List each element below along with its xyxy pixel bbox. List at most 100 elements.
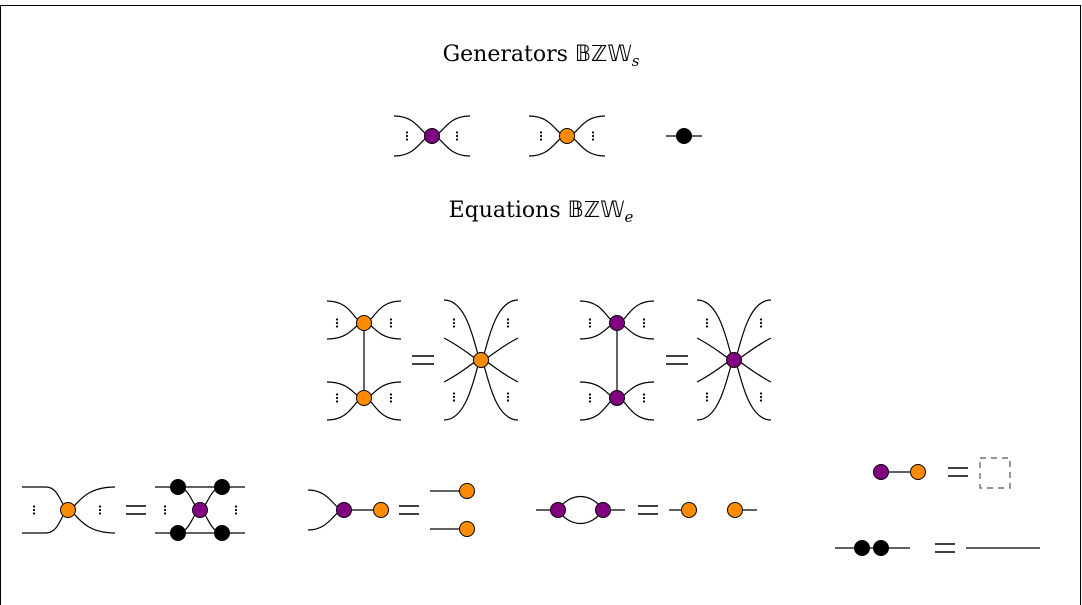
dot-mark	[591, 131, 595, 134]
dot-mark	[588, 321, 592, 325]
dot-mark	[335, 318, 339, 321]
dot-mark	[539, 131, 543, 134]
dot-mark	[588, 325, 592, 328]
vertical-dots	[455, 131, 459, 141]
vertical-dots	[452, 318, 456, 328]
dot-mark	[335, 396, 339, 400]
dot-mark	[705, 399, 709, 402]
vertical-dots	[163, 505, 167, 515]
wire	[443, 359, 482, 421]
loop-rule-rhs	[669, 502, 757, 518]
generator-black-node	[666, 128, 702, 144]
dot-mark	[588, 318, 592, 321]
dot-mark	[539, 138, 543, 141]
dot-mark	[234, 505, 238, 508]
orange-bialgebra-rhs	[155, 479, 245, 541]
orange-unit-node	[373, 502, 389, 518]
black-node	[873, 540, 889, 556]
wire	[443, 299, 482, 361]
dot-mark	[163, 512, 167, 515]
vertical-dots	[389, 393, 393, 403]
orange-bialgebra-lhs	[22, 486, 116, 534]
dot-mark	[705, 392, 709, 395]
generator-orange-spider	[528, 115, 606, 157]
equations-fusion-row	[326, 299, 772, 421]
vertical-dots	[591, 131, 595, 141]
dot-mark	[452, 321, 456, 325]
wire	[480, 359, 519, 421]
dot-mark	[98, 508, 102, 512]
dot-mark	[506, 325, 510, 328]
dot-mark	[32, 512, 36, 515]
dot-mark	[32, 505, 36, 508]
orange-fusion-lhs	[326, 300, 402, 421]
black-involution-lhs	[835, 540, 910, 556]
orange-unit-node	[910, 464, 926, 480]
vertical-dots	[506, 392, 510, 402]
dot-mark	[452, 325, 456, 328]
dot-mark	[389, 321, 393, 325]
dot-mark	[642, 396, 646, 400]
dot-mark	[335, 321, 339, 325]
wire	[696, 359, 735, 421]
vertical-dots	[759, 318, 763, 328]
dot-mark	[705, 395, 709, 399]
dot-mark	[506, 399, 510, 402]
dot-mark	[452, 318, 456, 321]
orange-spider-node	[559, 128, 575, 144]
dot-mark	[591, 134, 595, 138]
vertical-dots	[234, 505, 238, 515]
vertical-dots	[642, 393, 646, 403]
dot-mark	[588, 400, 592, 403]
equations-title: Equations	[448, 198, 561, 223]
dot-mark	[389, 393, 393, 396]
vertical-dots	[588, 318, 592, 328]
dot-mark	[163, 505, 167, 508]
equals-sign	[638, 505, 658, 515]
equals-sign	[935, 543, 955, 553]
dot-mark	[452, 399, 456, 402]
dot-mark	[452, 395, 456, 399]
dot-mark	[98, 512, 102, 515]
orange-unit-node	[459, 483, 475, 499]
purple-spider-node	[424, 128, 440, 144]
dot-mark	[163, 508, 167, 512]
equals-sign	[399, 505, 419, 515]
equals-sign	[666, 355, 688, 365]
loop-rule-lhs	[536, 496, 625, 524]
wire	[733, 299, 772, 361]
bottom-node	[356, 390, 372, 406]
dot-mark	[405, 138, 409, 141]
dot-mark	[539, 134, 543, 138]
wire	[733, 359, 772, 421]
equals-sign	[948, 467, 968, 477]
orange-unit-node	[681, 502, 697, 518]
dot-mark	[759, 321, 763, 325]
center-node	[726, 352, 742, 368]
copy-rule-lhs	[307, 489, 389, 531]
vertical-dots	[405, 131, 409, 141]
orange-unit-node	[459, 521, 475, 537]
dot-mark	[705, 318, 709, 321]
dot-mark	[234, 508, 238, 512]
dot-mark	[452, 392, 456, 395]
dot-mark	[705, 321, 709, 325]
orange-spider-node	[60, 502, 76, 518]
vertical-dots	[759, 392, 763, 402]
dot-mark	[405, 131, 409, 134]
dot-mark	[588, 393, 592, 396]
dot-mark	[642, 393, 646, 396]
wire	[480, 299, 519, 361]
top-node	[356, 315, 372, 331]
dot-mark	[588, 396, 592, 400]
dot-mark	[405, 134, 409, 138]
vertical-dots	[705, 392, 709, 402]
dot-mark	[759, 318, 763, 321]
generators-set-symbol: 𝔹ℤ𝕎	[574, 42, 632, 67]
center-node	[473, 352, 489, 368]
purple-fusion-rhs	[696, 299, 772, 421]
dot-mark	[759, 399, 763, 402]
dot-mark	[642, 325, 646, 328]
